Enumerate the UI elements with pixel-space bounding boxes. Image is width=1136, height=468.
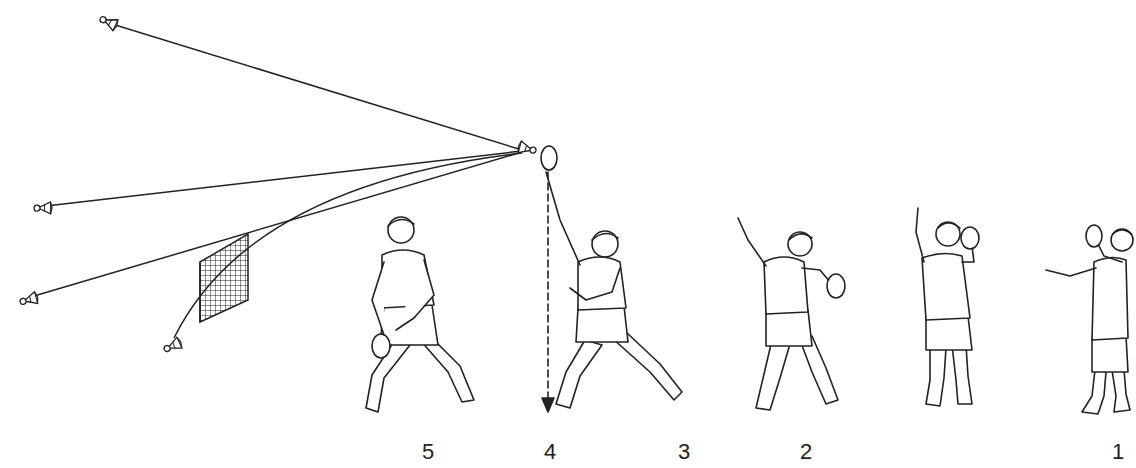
callout-number: 2 — [800, 441, 812, 463]
callout-number: 3 — [678, 441, 690, 463]
player-figure — [541, 146, 682, 412]
callout-number: 1 — [1112, 441, 1124, 463]
player-figure — [1046, 225, 1133, 414]
player-figure — [366, 217, 474, 412]
callout-number: 5 — [422, 441, 434, 463]
player-figure — [916, 208, 979, 406]
player-figure — [738, 218, 845, 410]
shuttlecocks — [19, 14, 538, 356]
trajectory-lines — [34, 24, 522, 338]
net — [200, 234, 248, 322]
callout-number: 4 — [544, 441, 556, 463]
